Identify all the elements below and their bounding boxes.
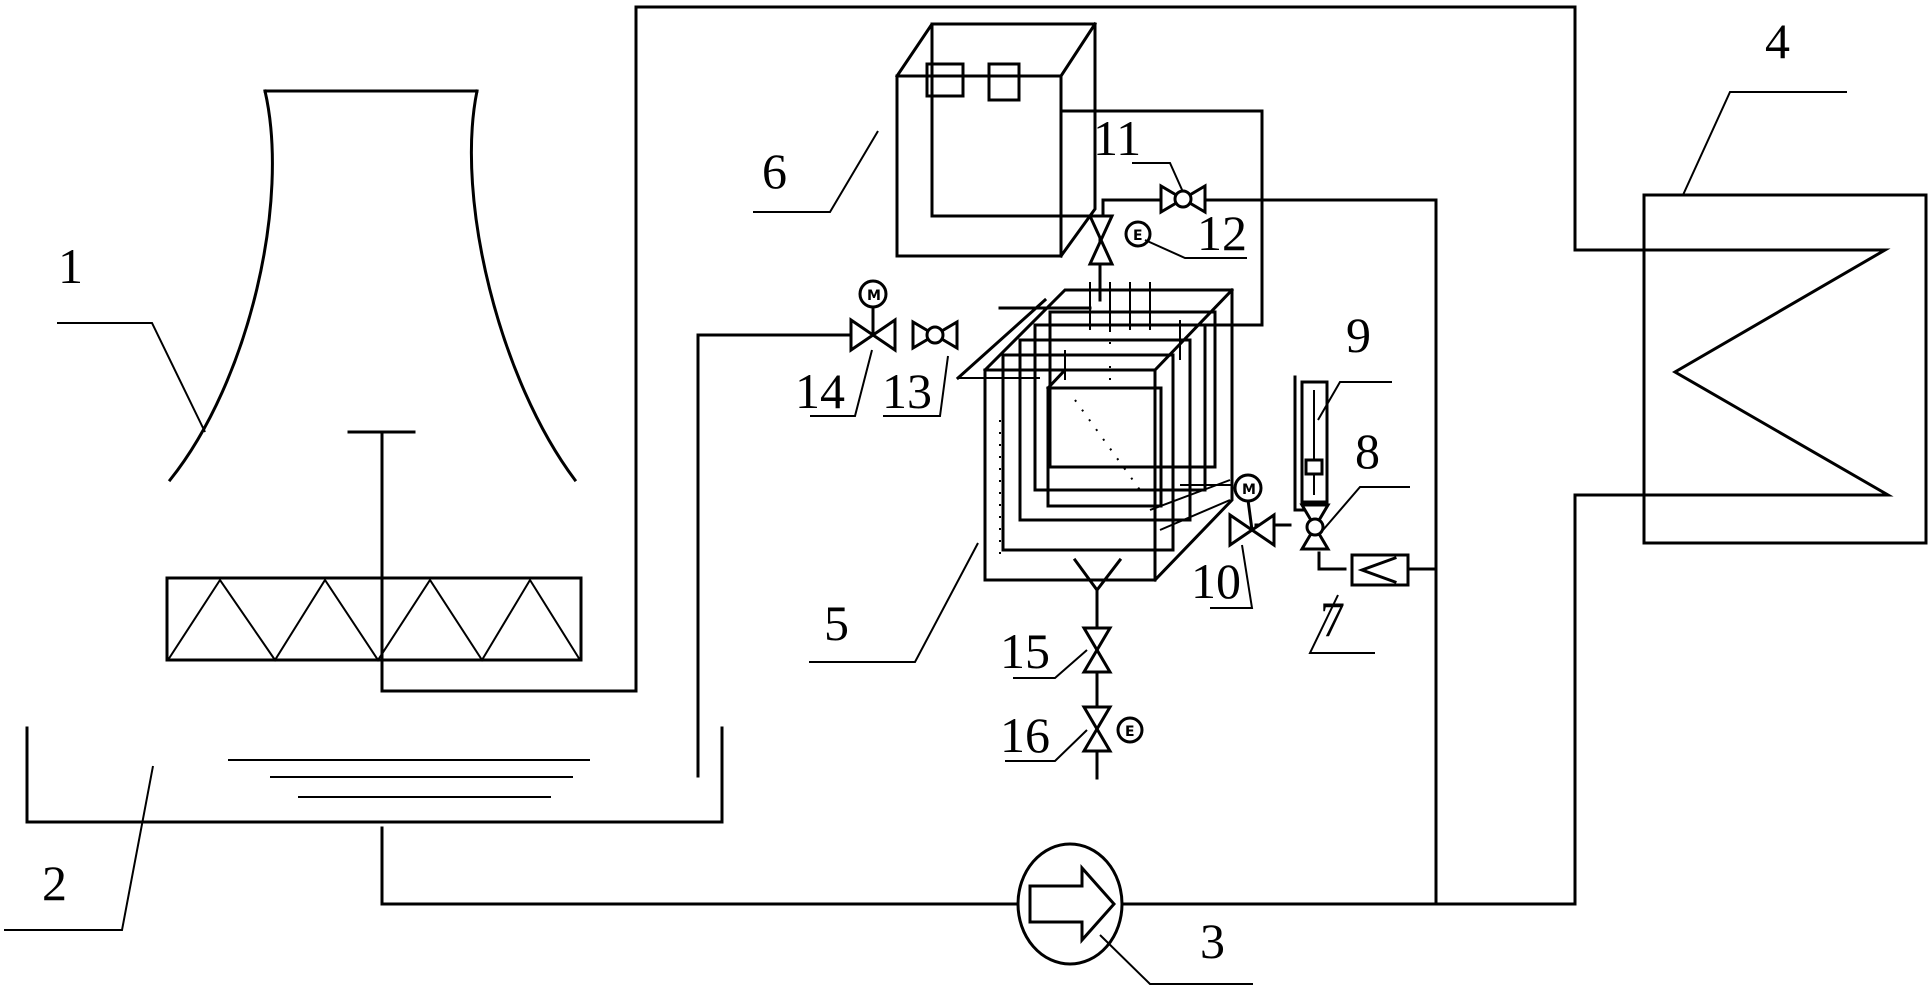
label-valve-15: 15 xyxy=(1000,623,1050,679)
label-valve-8: 8 xyxy=(1355,423,1380,479)
tower-fill-section xyxy=(165,576,583,662)
label-heat-exchanger: 4 xyxy=(1765,13,1790,69)
valve-10-icon: M xyxy=(1228,473,1276,548)
valve-10-marker: M xyxy=(1242,482,1256,498)
leader-lines xyxy=(4,91,1847,985)
valve-14-icon: M xyxy=(849,279,897,353)
label-valve-12: 12 xyxy=(1197,205,1247,261)
heat-exchanger xyxy=(1574,193,1928,545)
valve-15-icon xyxy=(1081,626,1113,674)
label-water-basin: 2 xyxy=(42,855,67,911)
label-valve-10: 10 xyxy=(1191,553,1241,609)
label-test-tank: 5 xyxy=(824,595,849,651)
label-cooling-tower: 1 xyxy=(58,238,83,294)
valve-16-marker: E xyxy=(1125,724,1135,740)
cabinet-indicator-right xyxy=(987,62,1021,102)
flowmeter xyxy=(1300,380,1329,504)
piping xyxy=(380,5,1577,906)
valve-16-icon: E xyxy=(1081,705,1144,753)
test-tank xyxy=(955,282,1235,593)
label-valve-11: 11 xyxy=(1093,110,1141,166)
filter xyxy=(1350,553,1410,587)
label-circulating-pump: 3 xyxy=(1200,913,1225,969)
label-valve-13: 13 xyxy=(882,363,932,419)
water-basin xyxy=(25,726,724,824)
cabinet-indicator-left xyxy=(925,62,965,98)
valve-11-icon xyxy=(1159,183,1207,215)
valve-13-icon xyxy=(911,319,959,351)
label-control-cabinet: 6 xyxy=(762,143,787,199)
control-cabinet xyxy=(894,21,1098,259)
valve-12-marker: E xyxy=(1133,228,1143,244)
cooling-tower xyxy=(165,89,583,662)
valve-8-icon xyxy=(1299,503,1331,551)
label-filter: 7 xyxy=(1320,591,1345,647)
valve-12-icon: E xyxy=(1087,214,1152,266)
label-valve-16: 16 xyxy=(1000,707,1050,763)
valve-14-marker: M xyxy=(867,288,881,304)
label-flowmeter: 9 xyxy=(1346,307,1371,363)
label-valve-14: 14 xyxy=(795,363,845,419)
circulating-pump xyxy=(1016,842,1124,966)
tower-fill-zigzag xyxy=(167,578,581,662)
